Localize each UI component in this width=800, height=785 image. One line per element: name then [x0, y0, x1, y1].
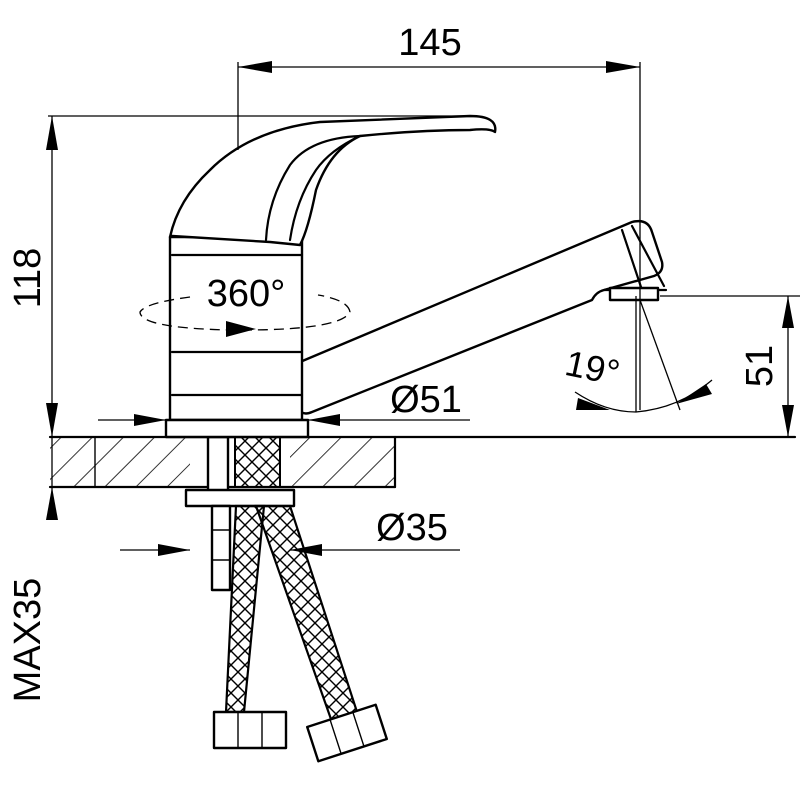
label-spout-height: 51 [739, 345, 781, 387]
dim-d35 [120, 544, 460, 556]
dim-51 [660, 295, 800, 437]
label-rotation: 360° [207, 273, 286, 315]
label-max-thickness: MAX35 [7, 578, 49, 703]
angle-19 [574, 296, 713, 413]
dim-d51 [98, 414, 470, 426]
label-pipe-diameter: Ø35 [376, 507, 448, 549]
label-spout-angle: 19° [562, 342, 624, 393]
countertop [48, 435, 797, 489]
rotation-indicator [139, 294, 351, 337]
dim-145 [237, 61, 641, 410]
dim-118 [46, 115, 470, 437]
label-total-height: 118 [7, 248, 49, 309]
flex-hoses [212, 504, 389, 763]
dim-max35 [46, 437, 58, 520]
label-spout-reach: 145 [398, 22, 461, 64]
label-body-diameter: Ø51 [390, 379, 462, 421]
